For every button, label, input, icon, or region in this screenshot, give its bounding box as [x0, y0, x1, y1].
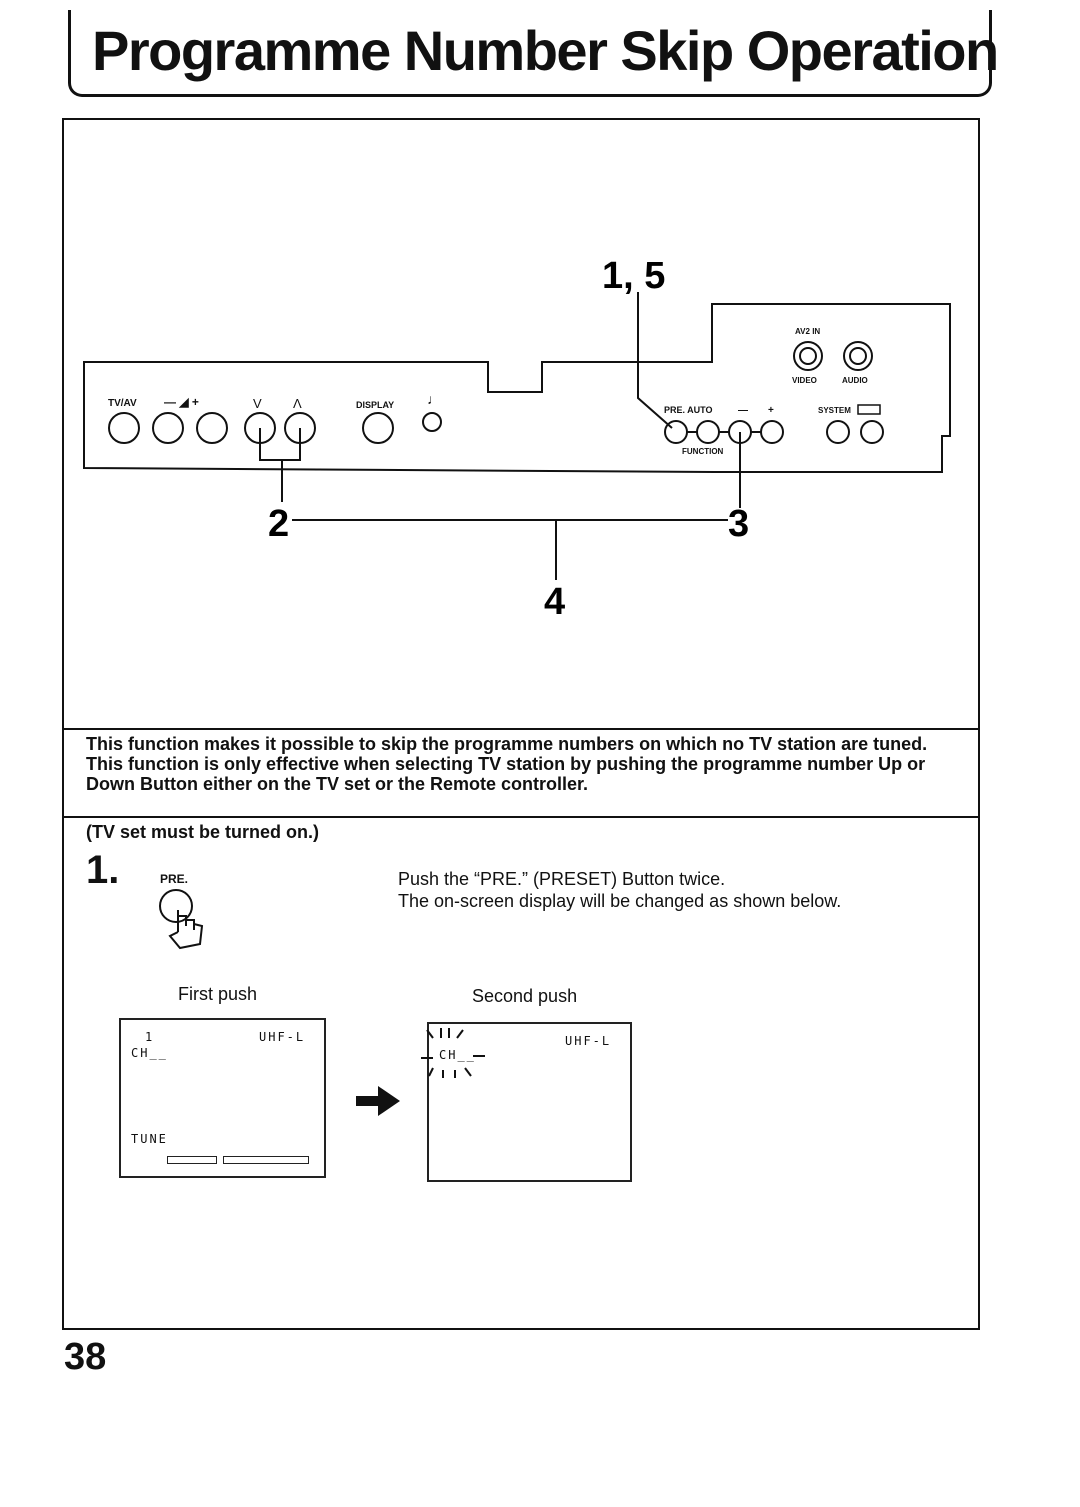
intro-paragraph: This function makes it possible to skip …	[86, 734, 956, 794]
pre-button-label: PRE.	[160, 872, 189, 886]
step-instructions: Push the “PRE.” (PRESET) Button twice. T…	[398, 868, 841, 912]
headphone-icon: ♩	[427, 391, 441, 407]
blink-rays-icon	[421, 1028, 485, 1078]
intro-line: Down Button either on the TV set or the …	[86, 774, 589, 794]
system-button-2	[860, 420, 884, 444]
screen-tune: TUNE	[131, 1132, 168, 1146]
arrow-right-icon	[356, 1086, 400, 1116]
step-line: Push the “PRE.” (PRESET) Button twice.	[398, 869, 726, 889]
step-number: 1.	[86, 848, 120, 892]
panel-outline	[83, 303, 951, 473]
system-indicator-icon	[857, 404, 881, 415]
screen-band: UHF-L	[259, 1030, 306, 1044]
volume-up-button	[196, 412, 228, 444]
label-display: DISPLAY	[356, 400, 394, 410]
prerequisite-note: (TV set must be turned on.)	[86, 822, 320, 842]
title-frame	[68, 10, 992, 97]
screen-channel-blinking: CH__	[439, 1048, 476, 1062]
intro-line: This function is only effective when sel…	[86, 754, 926, 774]
finger-press-icon	[159, 889, 204, 950]
label-up: Λ	[293, 396, 302, 411]
content-box	[62, 118, 980, 1330]
function-plus-button	[760, 420, 784, 444]
step-line: The on-screen display will be changed as…	[398, 891, 842, 911]
label-tv-av: TV/AV	[108, 398, 137, 409]
label-audio: AUDIO	[842, 376, 868, 385]
first-push-screen: 1 UHF-L CH__ TUNE	[119, 1018, 326, 1178]
callout-3: 3	[728, 503, 749, 545]
volume-down-button	[152, 412, 184, 444]
page-number: 38	[64, 1336, 107, 1378]
screen-channel: CH__	[131, 1046, 168, 1060]
label-pre-auto: PRE. AUTO	[664, 405, 713, 415]
auto-button	[696, 420, 720, 444]
control-panel-diagram: TV/AV — ◢ + V Λ DISPLAY ♩ PRE. AUTO — + …	[83, 255, 951, 623]
callout-1-5: 1, 5	[602, 255, 665, 297]
screen-channel-number: 1	[145, 1030, 155, 1044]
headphone-jack	[422, 412, 442, 432]
first-push-caption: First push	[178, 984, 258, 1004]
divider-diagram	[64, 728, 978, 730]
tune-bar-left	[167, 1156, 217, 1164]
tune-bar-right	[223, 1156, 309, 1164]
label-volume: — ◢ +	[164, 395, 199, 409]
intro-line: This function makes it possible to skip …	[86, 734, 928, 754]
label-av2-in: AV2 IN	[795, 327, 820, 336]
callout-4: 4	[544, 581, 565, 623]
label-video: VIDEO	[792, 376, 817, 385]
display-button	[362, 412, 394, 444]
second-push-caption: Second push	[472, 986, 578, 1006]
system-button	[826, 420, 850, 444]
label-system: SYSTEM	[818, 406, 851, 415]
audio-jack	[843, 341, 873, 371]
label-minus: —	[738, 405, 748, 416]
page-title: Programme Number Skip Operation	[92, 19, 999, 82]
label-down: V	[253, 396, 262, 411]
callout-2: 2	[268, 503, 289, 545]
label-function: FUNCTION	[682, 447, 724, 456]
tv-av-button	[108, 412, 140, 444]
video-jack	[793, 341, 823, 371]
screen-band: UHF-L	[565, 1034, 612, 1048]
label-plus: +	[768, 405, 774, 416]
divider-intro	[64, 816, 978, 818]
second-push-screen: UHF-L CH__	[421, 1022, 632, 1182]
